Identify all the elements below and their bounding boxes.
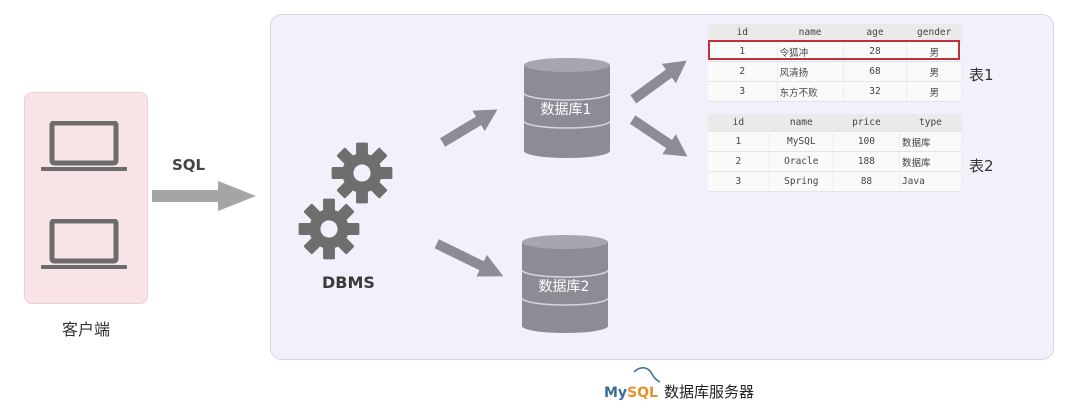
header-cell: price: [833, 114, 900, 132]
gear-icon-large: [331, 142, 393, 204]
table-row: 1 MySQL 100 数据库: [708, 131, 963, 152]
header-cell: type: [899, 114, 963, 132]
table-cell: 1: [708, 41, 778, 62]
table-cell: 男: [906, 81, 962, 102]
dbms-to-db1-arrow: [439, 109, 498, 147]
db1-to-table2-arrow: [629, 115, 688, 157]
highlighted-row-outline: [708, 40, 960, 60]
database-2-label: 数据库2: [538, 279, 590, 295]
table-1: id name age gender 1 令狐冲 28 男 2 风清扬 68 男…: [708, 24, 962, 102]
laptop-icon-2: [41, 221, 127, 269]
table-cell: 3: [708, 81, 778, 102]
table-cell: 188: [833, 151, 900, 172]
dbms-to-db2-arrow: [434, 239, 504, 277]
header-cell: name: [769, 114, 834, 132]
table-cell: 东方不败: [777, 81, 844, 102]
gear-icon-small: [298, 198, 360, 260]
table-cell: 数据库: [899, 151, 963, 172]
header-cell: id: [708, 114, 770, 132]
table-cell: 1: [708, 131, 770, 152]
table-header-row: id name age gender: [708, 24, 962, 42]
table-cell: Oracle: [769, 151, 834, 172]
table-cell: Java: [899, 171, 963, 192]
table-cell: 2: [708, 151, 770, 172]
header-cell: age: [843, 24, 908, 42]
dbms-label: DBMS: [322, 273, 375, 292]
table-cell: 100: [833, 131, 900, 152]
database-icon-1: [523, 58, 611, 158]
table-cell: 数据库: [899, 131, 963, 152]
mysql-logo-sql: SQL: [627, 385, 658, 401]
header-cell: gender: [906, 24, 962, 42]
table-cell: 令狐冲: [777, 41, 844, 62]
table-cell: 3: [708, 171, 770, 192]
table-row: 2 Oracle 188 数据库: [708, 151, 963, 172]
header-cell: id: [708, 24, 778, 42]
client-to-server-arrow: [152, 181, 256, 211]
table-row: 3 Spring 88 Java: [708, 171, 963, 192]
table-header-row: id name price type: [708, 114, 963, 132]
table-1-label: 表1: [969, 66, 994, 84]
footer-caption: MySQL 数据库服务器: [604, 381, 754, 402]
database-server-label: 数据库服务器: [663, 383, 754, 401]
db1-to-table1-arrow: [630, 60, 687, 104]
table-row: 2 风清扬 68 男: [708, 61, 962, 82]
table-cell: Spring: [769, 171, 834, 192]
sql-label: SQL: [172, 156, 206, 174]
mysql-dolphin-icon: [633, 367, 661, 383]
database-1-label: 数据库1: [540, 102, 592, 118]
table-cell: 风清扬: [777, 61, 844, 82]
table-cell: 男: [906, 41, 962, 62]
table-cell: 28: [843, 41, 908, 62]
table-2-label: 表2: [969, 157, 994, 175]
table-cell: 2: [708, 61, 778, 82]
table-cell: 88: [833, 171, 900, 192]
table-cell: MySQL: [769, 131, 834, 152]
database-icon-2: [521, 235, 609, 333]
header-cell: name: [777, 24, 844, 42]
client-label: 客户端: [61, 320, 110, 339]
table-row: 3 东方不败 32 男: [708, 81, 962, 102]
table-cell: 男: [906, 61, 962, 82]
table-row: 1 令狐冲 28 男: [708, 41, 962, 62]
table-2: id name price type 1 MySQL 100 数据库 2 Ora…: [708, 114, 963, 192]
mysql-logo-my: My: [604, 385, 628, 401]
table-cell: 32: [843, 81, 908, 102]
table-cell: 68: [843, 61, 908, 82]
laptop-icon-1: [41, 123, 127, 171]
